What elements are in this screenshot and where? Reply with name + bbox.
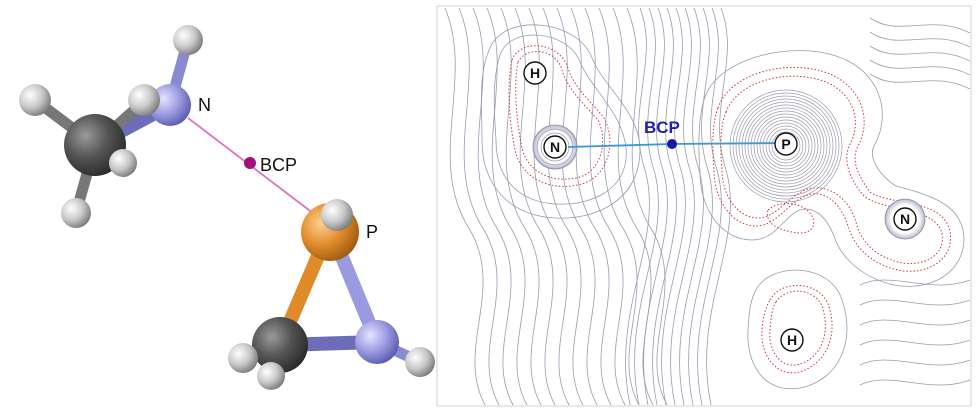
atom-label-p: P bbox=[366, 222, 378, 242]
atom-marker-h-bottom: H bbox=[780, 328, 804, 352]
contour-line bbox=[688, 7, 713, 406]
contour-line bbox=[643, 7, 668, 406]
p-core-ring bbox=[744, 104, 828, 188]
p-core-ring bbox=[756, 116, 816, 176]
contour-map: BCP H N P N H bbox=[436, 5, 972, 407]
contour-line bbox=[859, 319, 971, 326]
p-core-ring bbox=[762, 122, 810, 170]
contour-line bbox=[584, 7, 626, 406]
hydrogen-atom bbox=[321, 199, 353, 231]
atom-marker-n-left: N bbox=[543, 135, 567, 159]
contour-line bbox=[625, 7, 650, 406]
contour-line bbox=[859, 379, 971, 386]
contour-line bbox=[661, 7, 686, 406]
atom-marker-p: P bbox=[774, 132, 798, 156]
contour-line bbox=[859, 279, 971, 286]
contour-line bbox=[458, 7, 500, 406]
p-core-ring bbox=[771, 131, 801, 161]
hydrogen-atom bbox=[228, 343, 258, 373]
contour-line bbox=[869, 45, 971, 62]
atom-label-n-left: N bbox=[550, 139, 560, 155]
carbon-atom bbox=[252, 317, 308, 373]
bond-path-left bbox=[187, 117, 323, 221]
p-core-ring bbox=[768, 128, 804, 164]
nitrogen-atom bbox=[149, 84, 191, 126]
hydrogen-atom bbox=[109, 149, 137, 177]
p-core-ring bbox=[765, 125, 807, 167]
contour-line bbox=[652, 7, 677, 406]
hydrogen-atom bbox=[61, 198, 91, 228]
hydrogen-atom bbox=[405, 347, 435, 377]
p-core-ring bbox=[759, 119, 813, 173]
contour-line bbox=[869, 17, 971, 34]
contour-line bbox=[706, 7, 731, 406]
contour-line bbox=[542, 7, 584, 406]
nitrogen-atom bbox=[355, 320, 399, 364]
contour-line bbox=[697, 7, 722, 406]
lone-pair-region-left bbox=[508, 45, 611, 187]
negative-regions bbox=[508, 45, 952, 374]
bcp-point-right bbox=[667, 139, 677, 149]
bcp-label-left: BCP bbox=[260, 155, 297, 175]
bcp-label-right: BCP bbox=[644, 118, 680, 137]
hydrogen-atom bbox=[19, 84, 51, 116]
contour-line bbox=[859, 359, 971, 366]
bcp-point-left bbox=[244, 157, 256, 169]
p-core-ring bbox=[735, 95, 837, 197]
p-core-ring bbox=[729, 89, 843, 203]
p-core-ring bbox=[738, 98, 834, 194]
p-core-ring bbox=[741, 101, 831, 191]
atom-label-p-map: P bbox=[781, 136, 790, 152]
p-core-ring bbox=[747, 107, 825, 185]
contour-line bbox=[859, 339, 971, 346]
lone-pair-region-h-bottom bbox=[761, 285, 833, 374]
contour-line bbox=[570, 7, 612, 406]
atom-label-h-bottom: H bbox=[787, 332, 797, 348]
hydrogen-atom bbox=[257, 362, 285, 390]
contour-line bbox=[500, 7, 542, 406]
atom-marker-n-right: N bbox=[893, 207, 917, 231]
p-core-ring bbox=[732, 92, 840, 200]
p-core-ring bbox=[750, 110, 822, 182]
contour-line bbox=[634, 7, 659, 406]
contour-line bbox=[869, 59, 971, 76]
contour-line bbox=[480, 24, 641, 219]
contour-line bbox=[444, 7, 486, 406]
contour-line bbox=[493, 34, 627, 205]
contour-line bbox=[670, 7, 695, 406]
atom-label-n: N bbox=[198, 95, 211, 115]
contour-line bbox=[598, 7, 640, 406]
atom-label-h-top: H bbox=[530, 65, 540, 81]
p-core-ring bbox=[753, 113, 819, 179]
contour-line bbox=[869, 31, 971, 48]
molecule-model: N BCP P bbox=[19, 25, 435, 390]
contour-line bbox=[869, 73, 971, 90]
core-p-rings bbox=[536, 89, 843, 203]
contour-line bbox=[859, 299, 971, 306]
contour-line bbox=[698, 50, 965, 287]
contour-line bbox=[556, 7, 598, 406]
contour-line bbox=[747, 269, 848, 390]
atom-label-n-right: N bbox=[900, 211, 910, 227]
contour-line bbox=[626, 7, 668, 406]
atom-marker-h-top: H bbox=[523, 61, 547, 85]
lone-pair-region-h-bottom-inner bbox=[769, 290, 826, 366]
contour-line bbox=[486, 7, 528, 406]
lone-pair-region-p bbox=[712, 67, 952, 272]
background-contours bbox=[444, 7, 971, 406]
hydrogen-atom bbox=[128, 84, 160, 116]
hydrogen-atom bbox=[173, 25, 203, 55]
